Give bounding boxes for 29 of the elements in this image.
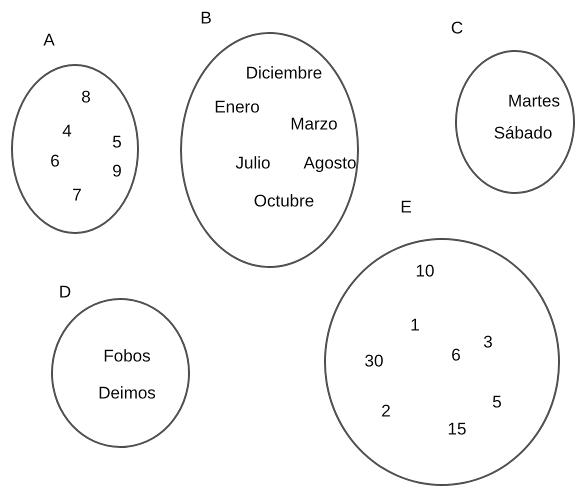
set-element: 10 bbox=[416, 262, 434, 280]
set-element: 2 bbox=[381, 402, 391, 420]
set-element: 8 bbox=[81, 88, 91, 106]
set-element: Martes bbox=[508, 92, 560, 110]
set-element: 6 bbox=[451, 346, 461, 364]
set-element: Diciembre bbox=[246, 64, 322, 82]
set-label: A bbox=[43, 32, 55, 48]
set-element: 9 bbox=[112, 162, 122, 180]
set-element: 1 bbox=[410, 316, 420, 334]
set-element: 7 bbox=[72, 186, 82, 204]
set-element: Deimos bbox=[98, 384, 156, 402]
set-element: Octubre bbox=[254, 192, 314, 210]
set-element: Fobos bbox=[103, 348, 151, 364]
set-element: 5 bbox=[492, 394, 502, 410]
set-element: Agosto bbox=[304, 154, 356, 172]
set-element: Julio bbox=[236, 154, 270, 172]
set-element: Marzo bbox=[290, 116, 338, 132]
set-element: 6 bbox=[50, 152, 60, 170]
set-label: C bbox=[450, 20, 464, 36]
set-label: E bbox=[400, 198, 412, 216]
set-element: 15 bbox=[448, 420, 466, 438]
set-label: B bbox=[200, 10, 212, 26]
set-element: 5 bbox=[112, 134, 122, 150]
set-element: Enero bbox=[214, 98, 260, 116]
set-element: Sábado bbox=[494, 124, 552, 142]
set-label: D bbox=[58, 284, 72, 300]
set-element: 30 bbox=[364, 352, 384, 370]
set-element: 3 bbox=[483, 334, 493, 350]
set-element: 4 bbox=[62, 122, 72, 140]
